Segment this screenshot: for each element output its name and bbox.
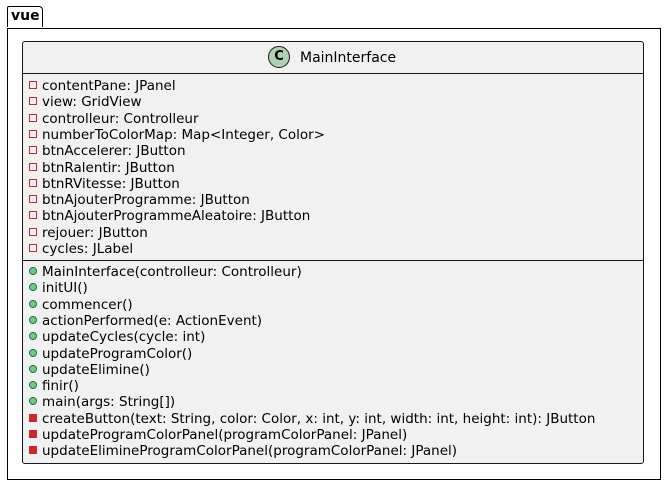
private-visibility-icon	[29, 227, 37, 236]
field-text: btnRalentir: JButton	[42, 159, 175, 176]
method-text: updateCycles(cycle: int)	[42, 329, 206, 346]
private-visibility-icon	[29, 146, 37, 155]
public-visibility-icon	[29, 315, 37, 324]
public-visibility-icon	[29, 364, 37, 373]
private-visibility-icon	[29, 178, 37, 187]
public-visibility-icon	[29, 283, 37, 292]
private-visibility-icon	[29, 113, 37, 122]
private-visibility-icon	[29, 195, 37, 204]
class-header: C MainInterface	[23, 42, 643, 74]
method-text: MainInterface(controlleur: Controlleur)	[42, 264, 302, 280]
class-method: updateElimineProgramColorPanel(programCo…	[29, 443, 457, 459]
public-visibility-icon	[29, 299, 37, 308]
field-text: contentPane: JPanel	[42, 78, 176, 94]
class-field: btnAccelerer: JButton	[29, 143, 186, 159]
method-text: actionPerformed(e: ActionEvent)	[42, 312, 263, 329]
class-method: main(args: String[])	[29, 394, 175, 410]
field-text: btnRVitesse: JButton	[42, 175, 180, 192]
private-visibility-icon	[29, 81, 37, 89]
field-text: rejouer: JButton	[42, 224, 148, 241]
class-field: cycles: JLabel	[29, 241, 133, 257]
class-method: commencer()	[29, 297, 133, 313]
class-method: updateProgramColor()	[29, 346, 192, 362]
class-field: controlleur: Controlleur	[29, 111, 199, 127]
field-text: controlleur: Controlleur	[42, 110, 199, 127]
method-text: updateProgramColor()	[42, 345, 193, 362]
field-text: btnAjouterProgramme: JButton	[42, 192, 250, 209]
method-text: updateElimineProgramColorPanel(programCo…	[42, 443, 458, 460]
package-tab	[7, 6, 43, 27]
private-visibility-icon	[29, 97, 37, 106]
class-method: updateCycles(cycle: int)	[29, 329, 205, 345]
public-visibility-icon	[29, 381, 37, 390]
class-method: createButton(text: String, color: Color,…	[29, 411, 595, 427]
private-visibility-icon	[29, 129, 37, 138]
class-name: MainInterface	[300, 50, 397, 66]
class-method: updateElimine()	[29, 362, 150, 378]
class-method: initUI()	[29, 280, 88, 296]
field-text: btnAccelerer: JButton	[42, 143, 186, 160]
class-field: btnAjouterProgrammeAleatoire: JButton	[29, 208, 310, 224]
members-divider	[23, 260, 643, 261]
method-text: updateElimine()	[42, 361, 150, 378]
method-text: commencer()	[42, 296, 133, 313]
private-visibility-icon	[29, 430, 37, 438]
public-visibility-icon	[29, 397, 37, 406]
field-text: view: GridView	[42, 94, 142, 111]
field-text: numberToColorMap: Map<Integer, Color>	[42, 126, 325, 143]
private-visibility-icon	[29, 413, 37, 422]
private-visibility-icon	[29, 244, 37, 252]
class-field: btnRalentir: JButton	[29, 160, 175, 176]
field-text: cycles: JLabel	[42, 241, 134, 257]
method-text: main(args: String[])	[42, 394, 176, 411]
method-text: initUI()	[42, 280, 88, 297]
private-visibility-icon	[29, 162, 37, 171]
method-text: finir()	[42, 378, 79, 395]
public-visibility-icon	[29, 348, 37, 357]
private-visibility-icon	[29, 211, 37, 220]
class-field: btnAjouterProgramme: JButton	[29, 192, 250, 208]
class-method: updateProgramColorPanel(programColorPane…	[29, 427, 407, 443]
class-field: numberToColorMap: Map<Integer, Color>	[29, 127, 325, 143]
class-method: MainInterface(controlleur: Controlleur)	[29, 264, 302, 280]
class-field: rejouer: JButton	[29, 225, 148, 241]
method-text: updateProgramColorPanel(programColorPane…	[42, 427, 408, 443]
header-divider	[23, 73, 643, 74]
class-stereotype-icon: C	[268, 46, 290, 68]
public-visibility-icon	[29, 332, 37, 341]
class-field: contentPane: JPanel	[29, 78, 176, 94]
class-field: btnRVitesse: JButton	[29, 176, 180, 192]
public-visibility-icon	[29, 267, 37, 275]
method-text: createButton(text: String, color: Color,…	[42, 410, 596, 427]
class-field: view: GridView	[29, 94, 142, 110]
class-method: actionPerformed(e: ActionEvent)	[29, 313, 262, 329]
class-method: finir()	[29, 378, 79, 394]
package-name: vue	[11, 8, 40, 24]
private-visibility-icon	[29, 446, 37, 455]
field-text: btnAjouterProgrammeAleatoire: JButton	[42, 208, 311, 225]
